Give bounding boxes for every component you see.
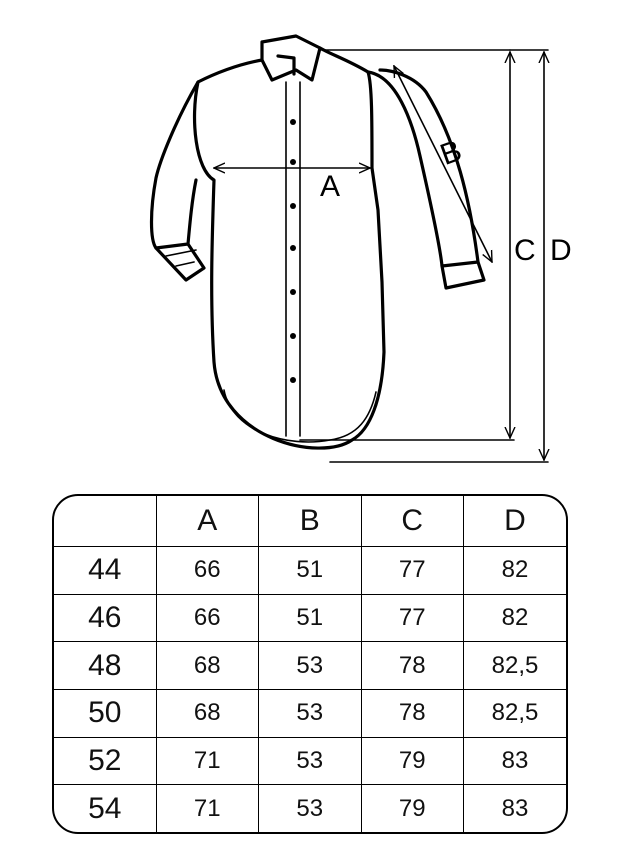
- cell-d: 82: [463, 593, 566, 643]
- dimension-b-label: B: [436, 134, 466, 172]
- cell-b: 51: [258, 546, 362, 595]
- cell-d: 82,5: [463, 641, 566, 691]
- cell-d: 83: [463, 784, 566, 832]
- table-header-row: A B C D: [54, 496, 566, 547]
- cell-b: 53: [258, 641, 362, 691]
- cell-c: 79: [360, 784, 464, 832]
- table-row: 44 66 51 77 82: [54, 546, 566, 595]
- cell-a: 68: [155, 689, 259, 738]
- header-a: A: [155, 496, 259, 547]
- cell-c: 79: [360, 736, 464, 786]
- placket: [285, 81, 301, 437]
- size-cell: 52: [54, 736, 157, 786]
- cell-a: 71: [155, 736, 259, 786]
- dimension-a-label: A: [320, 170, 340, 203]
- table-row: 48 68 53 78 82,5: [54, 641, 566, 691]
- cell-a: 68: [155, 641, 259, 691]
- cell-c: 78: [360, 641, 464, 691]
- cell-b: 53: [258, 736, 362, 786]
- left-sleeve: [149, 80, 206, 282]
- table-row: 54 71 53 79 83: [54, 784, 566, 832]
- cell-c: 77: [360, 546, 464, 595]
- header-corner: [54, 496, 157, 547]
- table-row: 50 68 53 78 82,5: [54, 689, 566, 738]
- cell-c: 78: [360, 689, 464, 738]
- shirt-drawing: A B C D: [149, 34, 572, 463]
- header-d: D: [463, 496, 566, 547]
- table-row: 46 66 51 77 82: [54, 593, 566, 643]
- cell-b: 51: [258, 593, 362, 643]
- size-cell: 48: [54, 641, 157, 691]
- shirt-body: [192, 46, 386, 450]
- cell-b: 53: [258, 689, 362, 738]
- size-table: A B C D 44 66 51 77 82 46 66 51 77 82: [52, 494, 568, 834]
- cell-c: 77: [360, 593, 464, 643]
- size-cell: 44: [54, 546, 157, 595]
- header-b: B: [258, 496, 362, 547]
- header-c: C: [360, 496, 464, 547]
- dimension-c-label: C: [514, 234, 536, 267]
- dimension-d-label: D: [550, 234, 572, 267]
- cell-b: 53: [258, 784, 362, 832]
- cell-d: 83: [463, 736, 566, 786]
- table-row: 52 71 53 79 83: [54, 736, 566, 786]
- dimension-b-arrow: [393, 66, 493, 262]
- cell-a: 66: [155, 546, 259, 595]
- size-cell: 46: [54, 593, 157, 643]
- cell-d: 82: [463, 546, 566, 595]
- cell-d: 82,5: [463, 689, 566, 738]
- collar: [260, 34, 322, 82]
- size-cell: 54: [54, 784, 157, 832]
- size-cell: 50: [54, 689, 157, 738]
- cell-a: 71: [155, 784, 259, 832]
- right-sleeve: [366, 68, 486, 290]
- cell-a: 66: [155, 593, 259, 643]
- shirt-diagram: A B C D: [149, 34, 572, 463]
